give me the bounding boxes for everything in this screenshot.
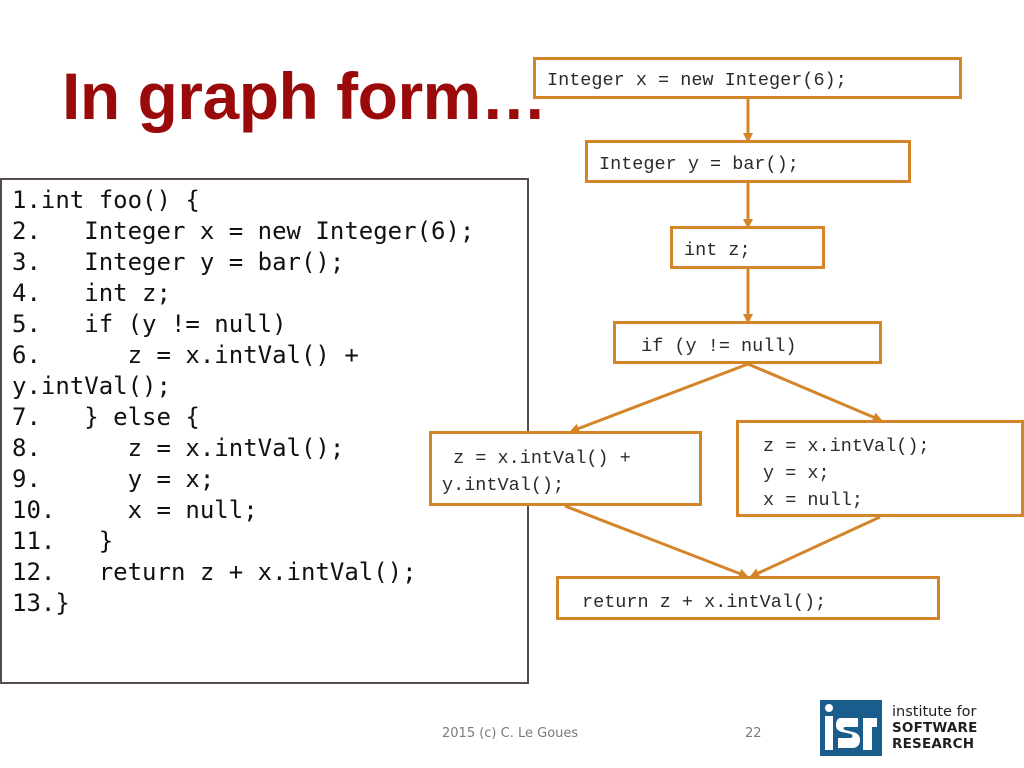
cfg-node-else-branch: z = x.intVal(); y = x; x = null; [736, 420, 1024, 517]
cfg-node-declare-x: Integer x = new Integer(6); [533, 57, 962, 99]
cfg-node-else-branch-line-1: z = x.intVal(); [763, 436, 930, 457]
code-line-1: 1.int foo() { [12, 186, 200, 214]
code-line-9: 9. y = x; [12, 465, 215, 493]
cfg-node-else-branch-line-2: y = x; [763, 463, 830, 484]
isr-logo-wordmark: institute for SOFTWARE RESEARCH [892, 704, 978, 752]
isr-logo-icon [820, 700, 882, 756]
code-line-6: 6. z = x.intVal() + [12, 341, 359, 369]
cfg-node-declare-z: int z; [670, 226, 825, 269]
logo-line-1: institute for [892, 704, 977, 720]
cfg-node-if-condition: if (y != null) [613, 321, 882, 364]
cfg-node-then-branch: z = x.intVal() + y.intVal(); [429, 431, 702, 506]
logo-line-2: SOFTWARE [892, 720, 978, 736]
code-line-2: 2. Integer x = new Integer(6); [12, 217, 475, 245]
cfg-node-declare-z-text: int z; [684, 240, 751, 261]
cfg-node-return: return z + x.intVal(); [556, 576, 940, 620]
cfg-node-then-branch-line-2: y.intVal(); [442, 475, 565, 496]
code-line-11: 11. } [12, 527, 114, 555]
cfg-node-declare-y-text: Integer y = bar(); [599, 154, 799, 175]
edge-n5-n7 [564, 504, 749, 579]
code-line-3: 3. Integer y = bar(); [12, 248, 345, 276]
edge-n4-n6 [747, 362, 883, 422]
code-line-13: 13.} [12, 589, 70, 617]
cfg-node-declare-x-text: Integer x = new Integer(6); [547, 70, 847, 91]
code-line-5: 5. if (y != null) [12, 310, 287, 338]
cfg-node-declare-y: Integer y = bar(); [585, 140, 911, 183]
code-line-7: 7. } else { [12, 403, 200, 431]
footer-copyright: 2015 (c) C. Le Goues [442, 726, 579, 741]
code-line-10: 10. x = null; [12, 496, 258, 524]
cfg-node-return-text: return z + x.intVal(); [582, 592, 827, 613]
logo-line-3: RESEARCH [892, 736, 975, 752]
slide-title: In graph form… [62, 59, 547, 133]
edge-n4-n5 [569, 362, 749, 434]
cfg-node-if-condition-text: if (y != null) [630, 336, 797, 357]
cfg-node-else-branch-line-3: x = null; [763, 490, 863, 511]
code-line-8: 8. z = x.intVal(); [12, 434, 345, 462]
edge-n6-n7 [749, 515, 881, 578]
page-number: 22 [745, 726, 762, 741]
code-line-4: 4. int z; [12, 279, 171, 307]
code-line-6-cont: y.intVal(); [12, 372, 171, 400]
cfg-node-then-branch-line-1: z = x.intVal() + [442, 448, 631, 469]
code-line-12: 12. return z + x.intVal(); [12, 558, 417, 586]
